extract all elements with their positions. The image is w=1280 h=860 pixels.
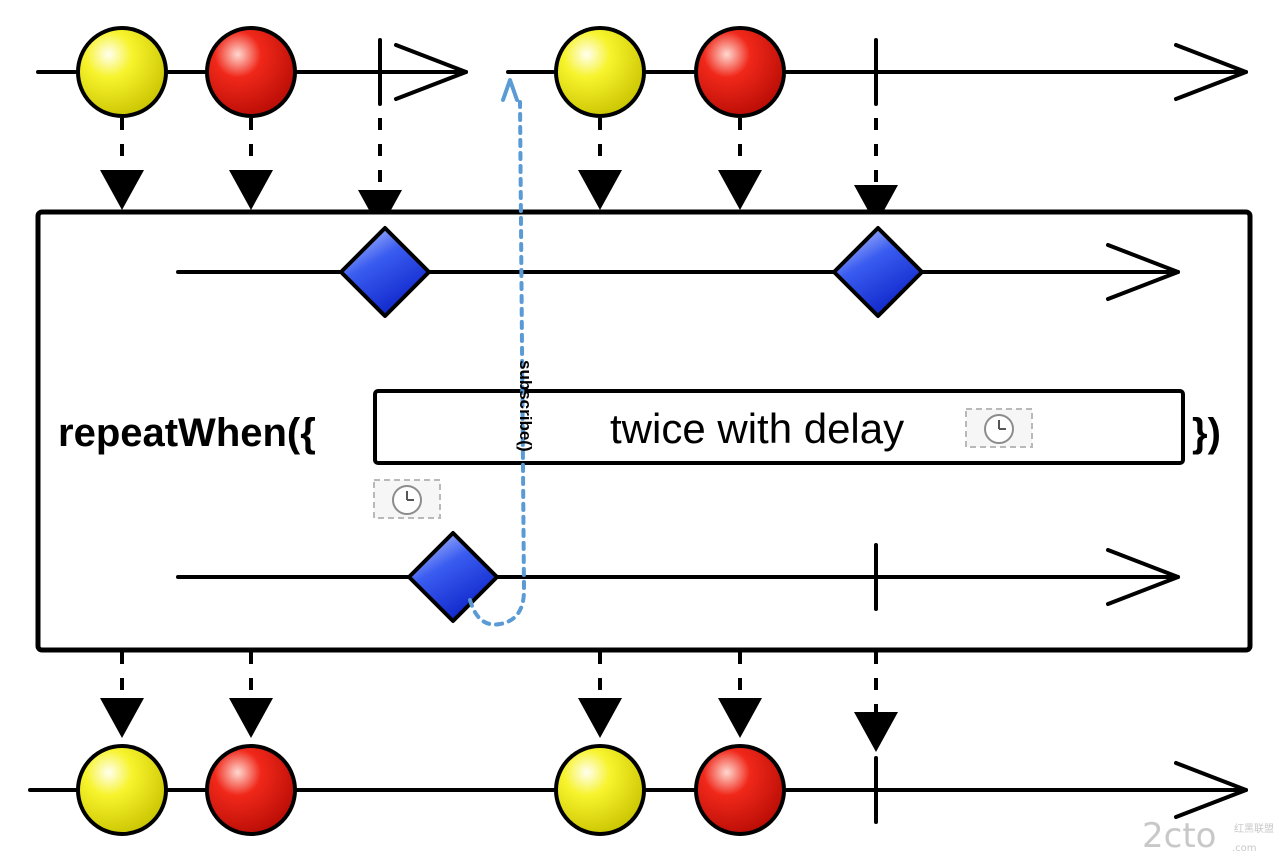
notifier-output-timeline-arrowhead <box>1106 548 1180 606</box>
markers <box>76 26 1033 836</box>
subscribe-arrow-head <box>501 78 519 102</box>
subscribe-label: subscribe() <box>516 360 535 452</box>
output-yellow-marble-1 <box>76 744 168 836</box>
source-red-marble-2 <box>694 26 786 118</box>
flow-into-operator-yellow-a-arrowhead <box>100 170 144 210</box>
source-yellow-marble-1 <box>76 26 168 118</box>
flow-out-of-operator-yellow-b-arrowhead <box>578 698 622 738</box>
source-yellow-marble-2 <box>554 26 646 118</box>
source-timeline-first-arrowhead <box>394 43 468 101</box>
watermark-suffix: .com <box>1232 843 1257 854</box>
watermark-main: 2cto <box>1142 816 1216 856</box>
flow-complete-output-arrowhead <box>854 712 898 752</box>
flow-out-of-operator-red-b-arrowhead <box>718 698 762 738</box>
flow-into-operator-red-b-arrowhead <box>718 170 762 210</box>
notifier-diamond-2 <box>832 226 924 318</box>
source-timeline-second-arrowhead <box>1174 43 1248 101</box>
output-timeline-arrowhead <box>1174 761 1248 819</box>
subscribe-arrow-path <box>468 100 527 627</box>
output-yellow-marble-2 <box>554 744 646 836</box>
clock-icon-delay <box>373 479 441 519</box>
output-red-marble-2 <box>694 744 786 836</box>
inner-operator-label: twice with delay <box>610 405 904 452</box>
flow-out-of-operator-yellow-a-arrowhead <box>100 698 144 738</box>
flow-into-operator-red-a-arrowhead <box>229 170 273 210</box>
flow-into-operator-yellow-b-arrowhead <box>578 170 622 210</box>
notifier-input-timeline-arrowhead <box>1106 243 1180 301</box>
flow-complete-second-arrowhead <box>854 185 898 225</box>
source-red-marble-1 <box>205 26 297 118</box>
operator-label: repeatWhen({ <box>58 411 316 455</box>
watermark-cn: 红黑联盟 <box>1234 822 1274 835</box>
output-red-marble-1 <box>205 744 297 836</box>
clock-icon <box>965 408 1033 448</box>
flow-out-of-operator-red-a-arrowhead <box>229 698 273 738</box>
delayed-diamond <box>407 531 499 623</box>
notifier-diamond-1 <box>339 226 431 318</box>
operator-close-label: }) <box>1192 411 1221 455</box>
watermark: 2cto .com 红黑联盟 <box>1142 816 1274 856</box>
